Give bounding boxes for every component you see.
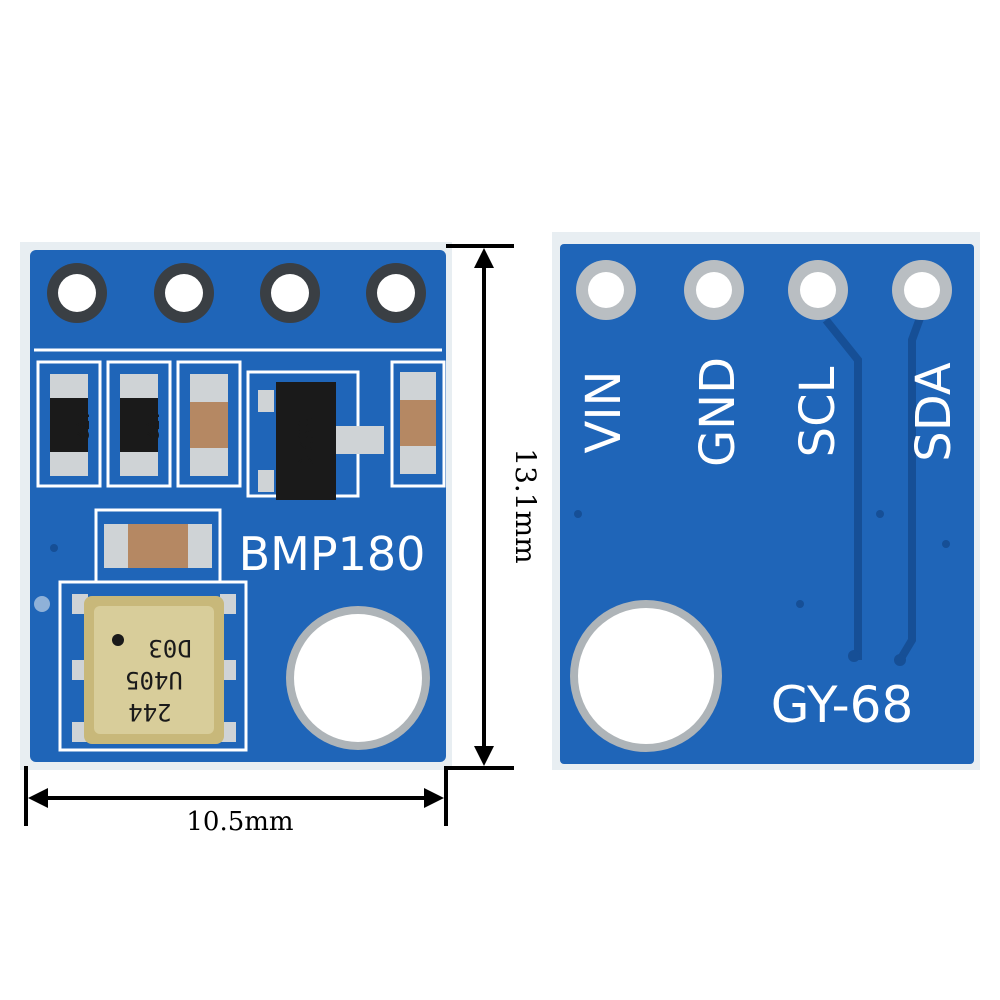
- bmp180-sensor: D03 U405 244: [72, 594, 236, 744]
- capacitor-2: [400, 372, 436, 474]
- sensor-line-2: U405: [125, 666, 183, 694]
- pin-label-sda: SDA: [906, 362, 962, 462]
- front-via-1: [50, 544, 58, 552]
- resistor-1-code: 472: [71, 409, 92, 442]
- board-label: BMP180: [239, 527, 426, 581]
- sensor-port-icon: [112, 634, 124, 646]
- height-label: 13.1mm: [509, 448, 542, 563]
- back-via-3: [942, 540, 950, 548]
- resistor-2: 472: [120, 374, 162, 476]
- back-via-5: [848, 650, 860, 662]
- back-via-2: [876, 510, 884, 518]
- back-board: VIN GND SCL SDA GY-68: [552, 232, 980, 770]
- voltage-regulator: 662K: [258, 382, 384, 500]
- back-mounting-hole: [570, 600, 722, 752]
- back-via-6: [894, 654, 906, 666]
- resistor-1: 472: [50, 374, 92, 476]
- front-silkscreen-outlines: [34, 348, 446, 752]
- back-traces: [822, 316, 924, 663]
- front-via-2: [34, 596, 50, 612]
- back-via-4: [796, 600, 804, 608]
- capacitor-3: [104, 524, 212, 568]
- back-via-1: [574, 510, 582, 518]
- pin-label-scl: SCL: [790, 366, 846, 457]
- model-label: GY-68: [771, 676, 914, 734]
- regulator-code: 662K: [293, 416, 317, 464]
- sensor-line-1: D03: [148, 634, 191, 662]
- resistor-2-code: 472: [141, 409, 162, 442]
- pin-label-vin: VIN: [576, 371, 632, 454]
- front-board: 472 472 662K: [20, 242, 452, 770]
- pin-label-gnd: GND: [690, 357, 746, 467]
- back-pin-holes: [576, 260, 952, 320]
- dimension-width: [24, 766, 448, 826]
- front-pin-holes: [47, 263, 426, 323]
- dimension-height: [446, 244, 514, 770]
- front-mounting-hole: [286, 606, 430, 750]
- width-label: 10.5mm: [186, 807, 293, 837]
- sensor-line-3: 244: [128, 698, 171, 726]
- capacitor-1: [190, 374, 228, 476]
